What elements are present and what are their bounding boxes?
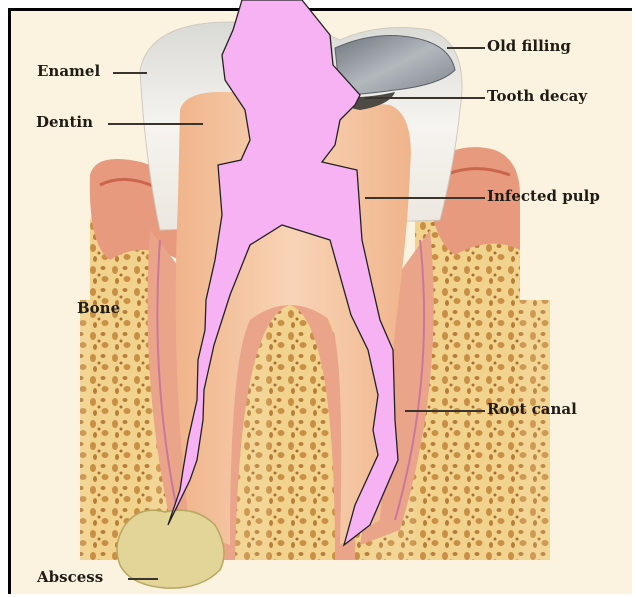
root-canal-leader: [405, 410, 485, 412]
infected-pulp-label: Infected pulp: [487, 189, 600, 204]
abscess-leader: [128, 578, 158, 580]
abscess: [117, 510, 224, 588]
dentin-leader: [108, 123, 203, 125]
enamel-leader: [113, 72, 147, 74]
old-filling-label: Old filling: [487, 39, 571, 54]
dentin-label: Dentin: [36, 115, 93, 130]
infected-pulp-leader: [365, 197, 485, 199]
abscess-label: Abscess: [37, 570, 103, 585]
old-filling-leader: [447, 47, 485, 49]
tooth-decay-leader: [365, 97, 485, 99]
enamel-label: Enamel: [37, 64, 100, 79]
tooth-decay-label: Tooth decay: [487, 89, 587, 104]
bone-label: Bone: [77, 301, 120, 316]
root-canal-label: Root canal: [487, 402, 577, 417]
